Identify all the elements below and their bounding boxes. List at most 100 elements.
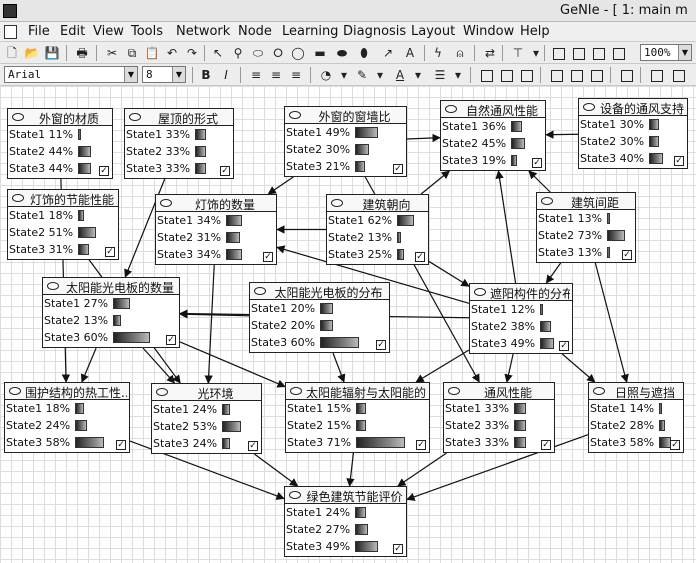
open-icon[interactable]: 📂 [24, 46, 40, 60]
state-row[interactable]: State3 49% [285, 538, 406, 555]
state-row[interactable]: State2 33% [125, 143, 233, 160]
arc-edge[interactable] [179, 341, 286, 388]
italic-icon[interactable]: I [224, 68, 228, 82]
align-nodes-left-icon[interactable] [478, 67, 494, 83]
state-row[interactable]: State3 13% [537, 244, 635, 261]
bar-view-icon[interactable] [590, 45, 606, 61]
state-row[interactable]: State3 40% [579, 150, 687, 167]
arc-edge[interactable] [332, 352, 346, 383]
state-row[interactable]: State1 34% [156, 212, 276, 229]
menu-file[interactable]: File [28, 24, 50, 39]
state-row[interactable]: State2 20% [250, 317, 389, 334]
node-header[interactable]: 太阳能光电板的分布 [250, 283, 389, 300]
state-row[interactable]: State3 58% [5, 434, 129, 451]
arc-edge[interactable] [428, 260, 470, 287]
copy-icon[interactable]: ⧉ [127, 46, 137, 60]
arc-edge[interactable] [594, 262, 629, 383]
arc-edge[interactable] [406, 133, 441, 143]
arc-edge[interactable] [179, 310, 250, 319]
align-left-icon[interactable]: ≡ [250, 68, 262, 82]
state-row[interactable]: State1 33% [125, 126, 233, 143]
arc-edge[interactable] [204, 264, 215, 384]
node-header[interactable]: 日照与遮挡 [589, 383, 683, 400]
arc-edge[interactable] [276, 245, 470, 304]
menu-layout[interactable]: Layout [411, 24, 456, 39]
formula-icon[interactable]: ⍝ [456, 46, 464, 60]
bold-icon[interactable]: B [201, 68, 211, 82]
zoom-tool-icon[interactable]: ⚲ [233, 46, 243, 60]
node-header[interactable]: 遮阳构件的分布 [470, 284, 572, 301]
state-row[interactable]: State2 30% [285, 141, 406, 158]
arc-edge[interactable] [528, 170, 551, 193]
state-row[interactable]: State1 20% [250, 300, 389, 317]
state-row[interactable]: State2 33% [444, 417, 554, 434]
menu-window[interactable]: Window [463, 24, 515, 39]
filter-icon[interactable]: ⊤ [512, 46, 524, 60]
text-tool-icon[interactable]: A [405, 46, 415, 60]
node-header[interactable]: 设备的通风支持 [579, 99, 687, 116]
state-row[interactable]: State2 73% [537, 227, 635, 244]
line-color-icon[interactable]: ✎ [356, 68, 368, 82]
menu-help[interactable]: Help [520, 24, 550, 39]
state-row[interactable]: State2 24% [5, 417, 129, 434]
arc-edge[interactable] [504, 353, 514, 383]
state-row[interactable]: State3 44% [8, 160, 112, 177]
state-row[interactable]: State3 34% [156, 246, 276, 263]
node-header[interactable]: 绿色建筑节能评价 [285, 487, 406, 504]
node-header[interactable]: 灯饰的节能性能 [8, 190, 118, 207]
oval-tool-icon[interactable]: ⬭ [252, 46, 264, 60]
arc-edge[interactable] [415, 349, 470, 383]
state-row[interactable]: State2 31% [156, 229, 276, 246]
state-row[interactable]: State3 49% [470, 335, 572, 352]
deterministic-node-icon[interactable]: ▬ [314, 46, 326, 60]
state-row[interactable]: State1 11% [8, 126, 112, 143]
tree-view-icon[interactable] [570, 45, 586, 61]
node-header[interactable]: 灯饰的数量 [156, 195, 276, 212]
menu-node[interactable]: Node [238, 24, 272, 39]
state-row[interactable]: State1 15% [286, 400, 429, 417]
fill-color-icon[interactable]: ◔ [320, 68, 332, 82]
menu-view[interactable]: View [93, 24, 124, 39]
node-header[interactable]: 通风性能 [444, 383, 554, 400]
state-row[interactable]: State2 38% [470, 318, 572, 335]
node-header[interactable]: 太阳能辐射与太阳能的... [286, 383, 429, 400]
network-view-icon[interactable] [550, 45, 566, 61]
state-row[interactable]: State1 27% [43, 295, 179, 312]
line-width-icon[interactable]: ☰ [434, 68, 446, 82]
utility-node-icon[interactable]: ⬮ [360, 46, 368, 60]
arc-edge[interactable] [397, 452, 447, 487]
menu-tools[interactable]: Tools [131, 24, 164, 39]
menu-network[interactable]: Network [176, 24, 231, 39]
state-row[interactable]: State3 58% [589, 434, 683, 451]
arc-edge[interactable] [545, 262, 562, 284]
node-header[interactable]: 自然通风性能 [441, 101, 545, 118]
node-header[interactable]: 建筑间距 [537, 193, 635, 210]
state-row[interactable]: State3 60% [250, 334, 389, 351]
arc-edge[interactable] [495, 170, 517, 284]
state-row[interactable]: State3 24% [152, 435, 261, 452]
chevron-down-icon[interactable]: ▼ [124, 67, 137, 82]
arc-edge[interactable] [406, 434, 589, 501]
menu-learning[interactable]: Learning [282, 24, 339, 39]
state-row[interactable]: State2 51% [8, 224, 118, 241]
state-row[interactable]: State2 44% [8, 143, 112, 160]
arc-edge[interactable] [80, 347, 97, 383]
state-row[interactable]: State1 18% [8, 207, 118, 224]
align-nodes-center-icon[interactable] [498, 67, 514, 83]
decision-node-icon[interactable]: ⬬ [336, 46, 348, 60]
chance-node-icon[interactable]: ◯ [291, 46, 305, 60]
document-icon[interactable] [4, 25, 17, 39]
state-row[interactable]: State1 12% [470, 301, 572, 318]
arrow-tool-icon[interactable]: ↗ [382, 46, 394, 60]
